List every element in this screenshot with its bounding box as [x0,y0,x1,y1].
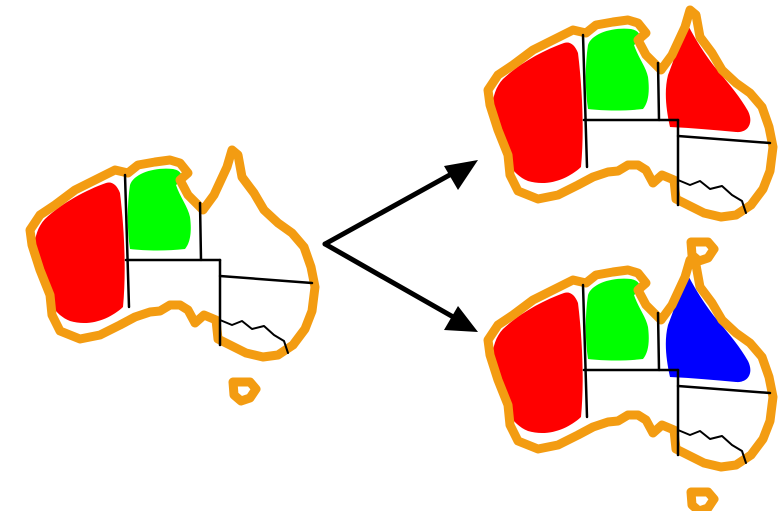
arrow-head [444,160,478,190]
region-wa [492,42,583,184]
map-branch-queensland-blue [488,260,773,511]
region-wa [492,292,583,434]
region-nt [585,28,649,111]
arrow-to-queensland-red [322,160,478,247]
arrow-to-queensland-blue [322,241,478,332]
region-nt [127,168,191,251]
region-nt [585,278,649,361]
arrow-head [444,306,478,332]
map-branch-queensland-red [488,10,773,261]
region-q [665,25,751,133]
region-wa [34,182,125,324]
arrow-shaft [322,169,458,247]
map-initial [30,150,315,401]
arrow-shaft [322,241,458,321]
region-q [665,275,751,383]
